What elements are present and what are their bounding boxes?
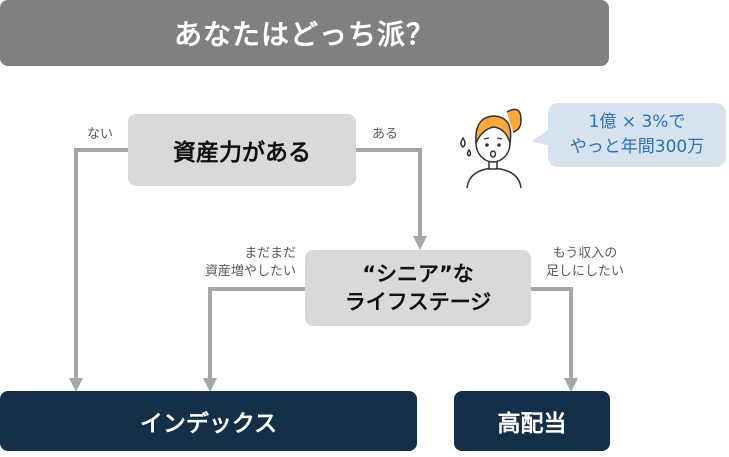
edge-label-more-assets: まだまだ 資産増やしたい [170,245,296,281]
worried-woman-icon [460,108,522,189]
edge-label-more-assets-line1: まだまだ [244,246,296,261]
edge-label-no: ない [87,127,114,142]
node-senior-line2: ライフステージ [344,290,492,314]
edge-label-want-income-line1: もう収入の [552,246,618,261]
edge-label-more-assets-line2: 資産増やしたい [204,264,296,279]
page-title: あなたはどっち派？ [0,0,609,66]
edge-label-want-income-line2: 足しにしたい [545,264,624,279]
node-senior-lifestage: “シニア”な ライフステージ [305,250,531,326]
connector-no [74,148,128,386]
speech-bubble-line2: やっと年間300万 [569,137,705,157]
speech-bubble: 1億 × 3%で やっと年間300万 [548,103,726,167]
arrow-more-assets [203,378,217,392]
connector-want-income [531,287,573,386]
result-high-dividend: 高配当 [454,391,610,451]
arrow-want-income [564,378,578,392]
result-high-dividend-label: 高配当 [497,411,567,437]
node-asset-question: 資産力がある [128,114,356,186]
arrow-no [69,378,83,392]
connector-yes [356,148,422,244]
node-asset-question-label: 資産力がある [173,140,311,166]
speech-bubble-tail [532,127,552,147]
edge-label-want-income: もう収入の 足しにしたい [537,245,633,281]
speech-bubble-line1: 1億 × 3%で [588,112,686,132]
edge-label-yes: ある [372,127,399,142]
result-index-label: インデックス [139,411,278,437]
connector-more-assets [208,287,305,386]
arrow-yes [413,236,427,250]
node-senior-line1: “シニア”な [362,261,474,286]
result-index: インデックス [0,391,417,451]
